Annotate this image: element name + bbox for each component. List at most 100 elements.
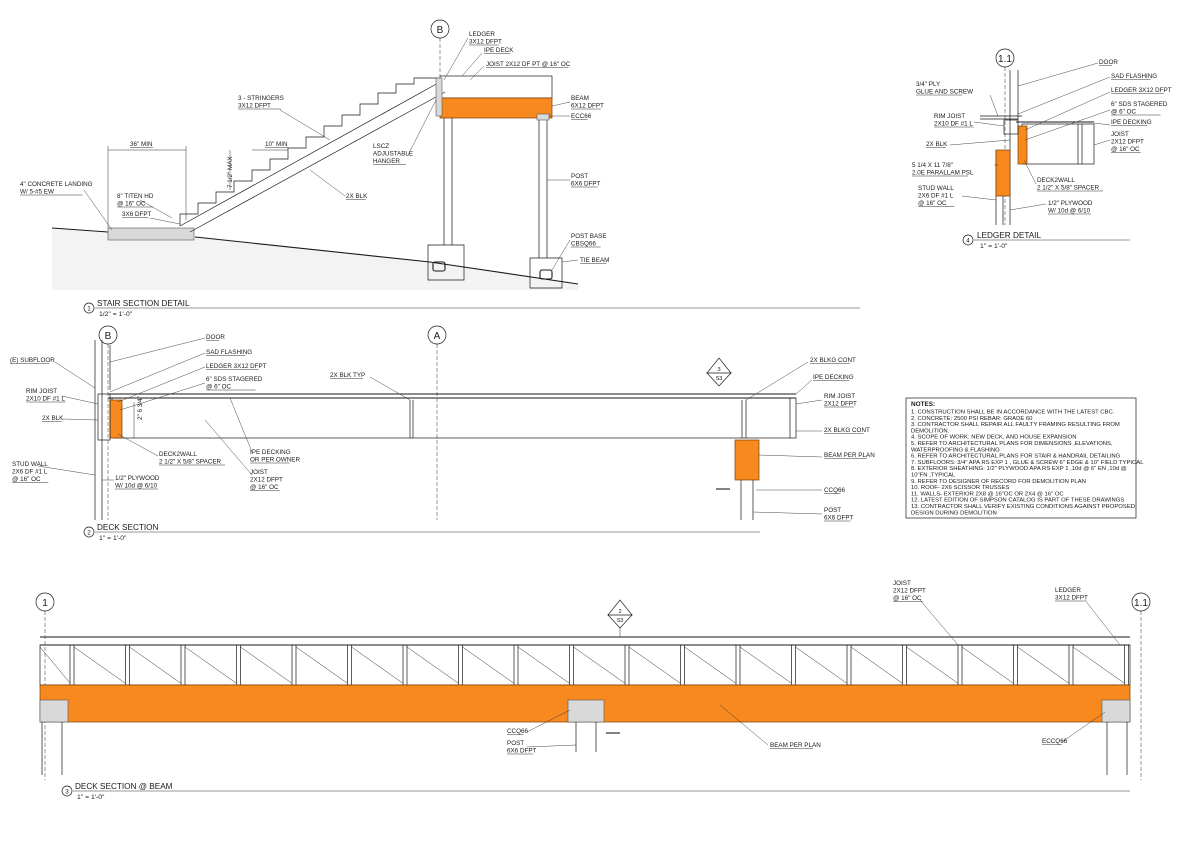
notes-line-1: 1. CONSTRUCTION SHALL BE IN ACCORDANCE W… [911,410,1115,416]
beam-cap-left [39,699,69,723]
notes-line-17: DESIGN DURING DEMOLITION [911,510,997,516]
concrete-landing [107,227,195,241]
beam-joists [39,645,1129,685]
notes-line-13: 10. ROOF- 2X6 SCISSOR TRUSSES [911,485,1009,491]
deck-label-ipe-decking-2: OR PER OWNER [250,456,300,463]
stair-deck-joist [439,75,553,99]
beam-joist-1 [69,645,75,685]
beam-scale: 1" = 1'-0" [77,794,105,801]
ledger-label-ply-1: 3/4" PLY [916,81,941,88]
beam-blocking-diag-8 [462,646,514,684]
stair-deck-beam [439,97,553,119]
beam-label-ledger-2: 3X12 DFPT [1055,594,1088,601]
ledger-label-psl-1: 5 1/4 X 11 7/8" [912,162,953,169]
deck-section: B A 3 S3 [10,325,875,542]
beam-joist-8 [458,645,463,685]
dim-36-min [107,146,187,228]
ledger-rim [1003,119,1019,135]
stair-ecc-cap [536,113,550,121]
beam-label-ledger-1: LEDGER [1055,587,1081,594]
deck-label-door: DOOR [206,334,225,341]
beam-title-number: 3 [65,789,69,796]
beam-label-ccq: CCQ66 [507,728,528,735]
leader-ld-ledger [1024,91,1111,131]
stair-label-lscz-1: LSCZ [373,143,389,150]
deck-title-number: 2 [87,530,91,537]
marker-3-sheet: S3 [716,376,723,382]
stair-label-post-base-2: CBSQ66 [571,240,596,247]
stair-label-dfpt: 3X6 DFPT [122,211,152,218]
stair-label-min10: 10" MIN [265,141,288,148]
leader-ds-sad [109,352,206,393]
beam-joist-20 [1124,645,1129,685]
beam-joist-6 [347,645,352,685]
beam-label-joist-3: @ 16" OC [893,595,922,602]
stair-post-base-right [539,269,553,280]
leader-ds-blk [62,418,99,421]
ledger-label-deck2wall-1: DECK2WALL [1037,177,1075,184]
deck-label-rim-right-1: RIM JOIST [824,393,855,400]
leader-bs-beam [719,704,769,746]
beam-blocking-diag-3 [184,646,237,684]
leader-ld-sad [1017,76,1111,115]
deck-label-deck2wall-2: 2 1/2" X 5/8" SPACER [159,458,222,465]
beam-blocking-diag-5 [295,646,348,684]
beam-blocking-diag-2 [129,646,181,684]
deck-ledger-board [109,399,123,439]
beam-blocking-diag-17 [961,646,1014,684]
bubble-1-bottom-label: 1 [42,598,48,609]
deck-label-sds-1: 6" SDS STAGERED [206,376,263,383]
notes-line-12: 9. REFER TO DESIGNER OF RECORD FOR DEMOL… [911,479,1086,485]
stair-label-beam-2: 6X12 DFPT [571,102,604,109]
ledger-label-rim-2: 2X10 DF #1 L [934,120,973,127]
stair-label-min36: 36" MIN [130,141,153,148]
stair-treads [179,77,438,226]
beam-joist-14 [791,645,796,685]
stair-label-landing-2: W/ 5-#5 EW [20,188,54,195]
stair-label-ledger-2: 3X12 DFPT [469,38,502,45]
leader-ld-sds [1024,109,1111,141]
beam-blocking-diag-10 [573,646,625,684]
beam-label-post-1: POST [507,740,524,747]
leader-ds-ipe-right [795,379,813,395]
stair-title: STAIR SECTION DETAIL [97,299,190,308]
ledger-title: LEDGER DETAIL [977,231,1041,240]
marker-2-sheet: S3 [617,618,624,624]
deck-title-number-circle [83,526,95,538]
beam-post-mid [575,722,597,752]
deck-decking [108,393,796,399]
notes-line-7: WATERPROOFING & FLASHING [911,447,1000,453]
beam-joist-5 [291,645,297,685]
deck-label-dim: 2" 6 3/4" [137,396,144,420]
beam-blocking-diag-6 [351,646,403,684]
ledger-label-joist-1: JOIST [1111,131,1129,138]
notes-line-8: 6. REFER TO ARCHITECTURAL PLANS FOR STAI… [911,454,1121,460]
ledger-label-blk: 2X BLK [926,141,948,148]
deck-rim-left [97,393,111,441]
deck-label-ipe-decking-1: IPE DECKING [250,449,291,456]
beam-cap-mid [567,699,605,723]
beam-label-post-2: 6X6 DFPT [507,747,537,754]
stair-post-left [443,118,453,245]
leader-3x6 [149,217,181,225]
notes-line-3: 3. CONTRACTOR SHALL REPAIR ALL FAULTY FR… [911,422,1120,428]
ledger-ledger-board [1017,125,1028,165]
beam-blocking-diag-19 [1072,646,1125,684]
deck-label-sad: SAD FLASHING [206,349,252,356]
deck-blk-1 [409,400,414,438]
leader-ld-ipe [1093,122,1111,126]
ledger-label-sds-2: @ 6" OC [1111,108,1137,115]
stair-label-landing-1: 4" CONCRETE LANDING [20,181,93,188]
notes-lines: 1. CONSTRUCTION SHALL BE IN ACCORDANCE W… [911,410,1144,517]
deck-label-ccq: CCQ66 [824,487,845,494]
leader-ld-d2w [1023,159,1037,185]
beam-label-joist-1: JOIST [893,580,911,587]
stair-post-right [538,118,548,258]
leader-bs-eccq [1061,711,1106,743]
notes-line-6: 5. REFER TO ARCHITECTURAL PLANS FOR DIME… [911,441,1113,447]
leader-ds-beam [758,454,823,458]
